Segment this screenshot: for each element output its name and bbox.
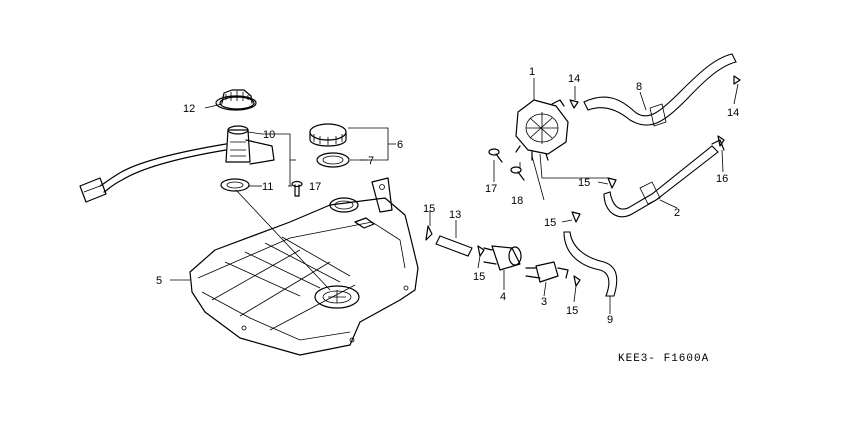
callout-3: 3 <box>541 296 547 308</box>
callout-15d: 15 <box>566 305 578 317</box>
sender-seal-ring <box>220 178 250 192</box>
callout-8: 8 <box>636 81 642 93</box>
callout-9: 9 <box>607 314 613 326</box>
clamp-14b <box>733 75 741 85</box>
fuel-tank <box>189 177 419 356</box>
fuel-filler-cap <box>309 123 350 168</box>
callout-10: 10 <box>263 129 275 141</box>
lock-ring <box>215 95 257 111</box>
bolt <box>291 180 303 197</box>
clip-15d <box>573 275 581 287</box>
callout-12: 12 <box>183 103 195 115</box>
clip-15e <box>607 177 617 189</box>
clip-15f <box>717 135 725 147</box>
clip-15a <box>425 225 433 241</box>
fuel-pump <box>515 99 569 161</box>
diagram-code: KEE3- F1600A <box>618 353 709 365</box>
clip-15c <box>571 211 581 223</box>
callout-labels: 1 2 3 4 5 6 7 8 9 10 11 12 13 14 14 15 1… <box>156 66 739 326</box>
callout-14b: 14 <box>727 107 739 119</box>
fuel-filter <box>483 245 522 271</box>
callout-14a: 14 <box>568 73 580 85</box>
callout-4: 4 <box>500 291 506 303</box>
callout-17b: 18 <box>511 195 523 207</box>
callout-16: 17 <box>309 181 321 193</box>
callout-15a: 15 <box>423 203 435 215</box>
fuel-sender-unit <box>79 89 275 203</box>
clip-15b <box>477 245 485 257</box>
clamp-14a <box>569 99 579 109</box>
callout-1: 1 <box>529 66 535 78</box>
hose-8 <box>583 53 737 127</box>
screw-17a <box>488 148 503 163</box>
screw-17b <box>510 166 525 181</box>
callout-2: 2 <box>674 207 680 219</box>
callout-13: 13 <box>449 209 461 221</box>
callout-11: 11 <box>262 181 273 193</box>
callout-6: 6 <box>397 139 403 151</box>
tube-13 <box>435 235 473 257</box>
callout-15c: 15 <box>544 217 556 229</box>
callout-15b: 15 <box>473 271 485 283</box>
callout-7: 7 <box>368 155 374 167</box>
hose-9 <box>563 231 618 297</box>
leader-lines <box>170 78 739 314</box>
callout-15e: 15 <box>578 177 590 189</box>
callout-5: 5 <box>156 275 162 287</box>
callout-15f: 16 <box>716 173 728 185</box>
fuel-valve <box>525 261 569 283</box>
hose-2 <box>603 139 725 218</box>
callout-17a: 17 <box>485 183 497 195</box>
